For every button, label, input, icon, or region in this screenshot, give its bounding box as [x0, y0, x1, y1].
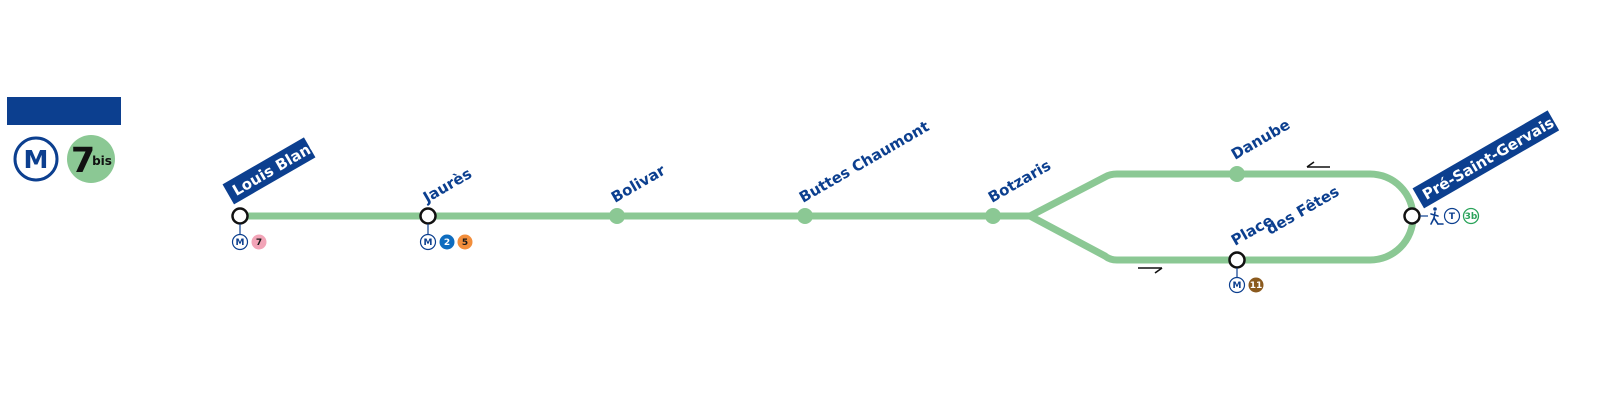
svg-text:7: 7 — [256, 238, 262, 248]
svg-text:M: M — [424, 238, 433, 248]
line-7-badge: 7 — [251, 234, 267, 250]
station-place-des-fetes[interactable]: Place des Fêtes M 11 — [1228, 182, 1342, 294]
metro-logo: M — [13, 136, 59, 182]
direction-arrow-westbound — [1306, 161, 1330, 168]
metro-correspondence-icon: M — [231, 233, 249, 251]
line-number: 7 — [71, 141, 95, 181]
station-marker-interchange — [1228, 251, 1246, 269]
tram-correspondence-icon: T — [1443, 207, 1461, 225]
station-marker — [797, 208, 813, 224]
svg-text:M: M — [1233, 281, 1242, 291]
station-name: Jaurès — [419, 164, 475, 207]
station-name: Bolivar — [608, 161, 669, 207]
svg-text:T: T — [1449, 212, 1456, 222]
station-pre-saint-gervais[interactable]: Pré-Saint-Gervais T 3b — [1403, 110, 1560, 225]
metro-correspondence-icon: M — [419, 233, 437, 251]
line-badge: 7 bis — [67, 135, 115, 183]
station-buttes-chaumont[interactable]: Buttes Chaumont — [796, 117, 932, 224]
svg-text:2: 2 — [444, 238, 450, 248]
station-marker-interchange — [231, 207, 249, 225]
svg-text:5: 5 — [462, 238, 468, 248]
station-jaures[interactable]: Jaurès M 2 5 — [419, 164, 475, 251]
svg-text:3b: 3b — [1465, 212, 1478, 222]
svg-text:11: 11 — [1250, 281, 1263, 291]
station-name-line2: des Fêtes — [1263, 182, 1342, 238]
pedestrian-icon — [1430, 207, 1444, 225]
line-11-badge: 11 — [1248, 277, 1264, 293]
station-louis-blanc[interactable]: Louis Blanc M 7 — [222, 133, 323, 251]
metro-correspondence-icon: M — [1228, 276, 1246, 294]
line-suffix: bis — [92, 154, 112, 168]
direction-arrow-eastbound — [1138, 267, 1163, 274]
terminus-label-box — [222, 137, 316, 205]
station-name: Botzaris — [985, 156, 1054, 206]
terminus-label-box — [1412, 110, 1560, 209]
station-marker-interchange — [419, 207, 437, 225]
station-marker — [609, 208, 625, 224]
line-2-badge: 2 — [439, 234, 455, 250]
metro-logo-letter: M — [24, 145, 49, 174]
line-5-badge: 5 — [457, 234, 473, 250]
station-name: Pré-Saint-Gervais — [1419, 114, 1557, 204]
station-name: Danube — [1228, 115, 1293, 163]
station-name: Louis Blanc — [229, 136, 321, 200]
station-marker — [985, 208, 1001, 224]
tram-3b-badge: 3b — [1462, 207, 1480, 225]
station-name: Buttes Chaumont — [796, 117, 932, 206]
station-marker-interchange — [1403, 207, 1421, 225]
header-bar — [7, 97, 121, 125]
svg-text:M: M — [236, 238, 245, 248]
station-marker — [1229, 166, 1245, 182]
